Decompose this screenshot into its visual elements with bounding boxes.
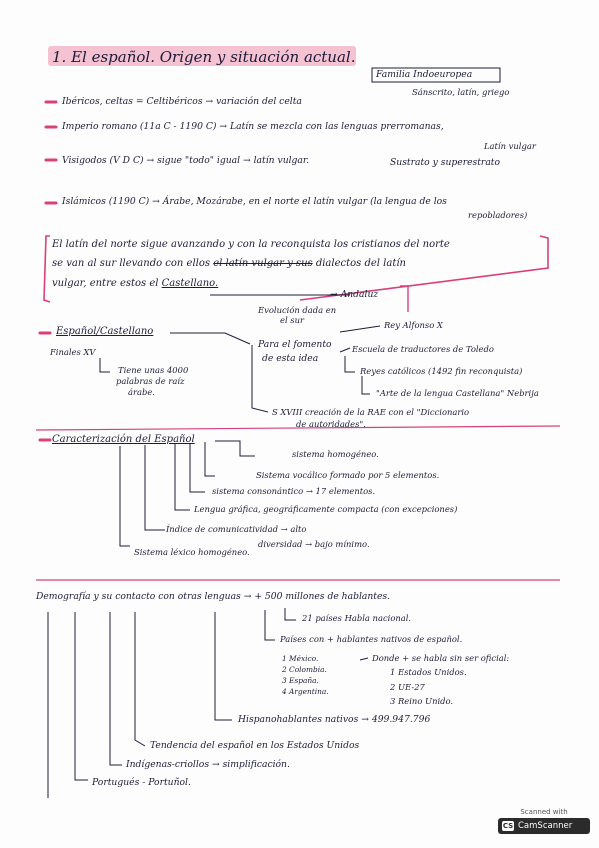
familia-sub: Sánscrito, latín, griego <box>412 87 510 97</box>
andaluz-label: → Andaluz <box>330 289 379 300</box>
para-castellano: Castellano. <box>161 278 219 289</box>
demo-donde: Donde + se habla sin ser oficial: <box>372 653 510 663</box>
demo-tendencia: Tendencia del español en los Estados Uni… <box>150 740 360 751</box>
demo-hispano: Hispanohablantes nativos → 499.947.796 <box>238 714 431 725</box>
camscanner-badge: CS CamScanner <box>498 818 590 834</box>
finales-xv: Finales XV <box>50 347 96 357</box>
para-line-3a: vulgar, entre estos el <box>52 278 159 289</box>
camscanner-watermark: Scanned with CS CamScanner <box>498 808 590 838</box>
tiene-1: Tiene unas 4000 <box>118 365 189 375</box>
caract-lengua-grafica: Lengua gráfica, geográficamente compacta… <box>194 504 458 514</box>
rae-2: de autoridades". <box>296 419 366 429</box>
origin-sustrato: Sustrato y superestrato <box>390 157 501 168</box>
origin-latin-vulgar: Latín vulgar <box>484 141 536 151</box>
country-2: 2 Colombia. <box>282 665 327 674</box>
para-line-3: vulgar, entre estos el Castellano. <box>52 279 218 289</box>
evolucion-line-2: el sur <box>280 315 304 325</box>
fomento-2: de esta idea <box>262 353 319 364</box>
evolucion-line-1: Evolución dada en <box>258 305 337 315</box>
caract-indice: Índice de comunicatividad → alto <box>166 524 307 534</box>
demo-indigenas: Indígenas-criollos → simplificación. <box>126 759 290 770</box>
espanol-head: Español/Castellano <box>56 326 154 337</box>
demo-portugues: Portugués - Portuñol. <box>92 777 191 788</box>
para-bracket-left <box>43 235 51 303</box>
camscanner-top: Scanned with <box>520 808 568 816</box>
caract-lexico: Sistema léxico homogéneo. <box>134 547 250 557</box>
unofficial-2: 2 UE-27 <box>390 682 425 692</box>
tiene-3: árabe. <box>128 387 155 397</box>
origin-visigodos: Visigodos (V D C) → sigue "todo" igual →… <box>62 155 310 166</box>
para-line-2a: se van al sur llevando con ellos <box>52 258 211 269</box>
country-1: 1 México. <box>282 654 319 663</box>
country-3: 3 España. <box>282 676 319 685</box>
familia-box <box>371 67 501 83</box>
para-bracket-right <box>299 235 549 301</box>
para-line-2-strike: el latín vulgar y sus <box>213 258 313 269</box>
caract-vocalico: Sistema vocálico formado por 5 elementos… <box>256 470 440 480</box>
demo-21-paises: 21 países Habla nacional. <box>302 613 412 623</box>
origin-islamicos: Islámicos (1190 C) → Árabe, Mozárabe, en… <box>62 196 447 207</box>
para-line-2: se van al sur llevando con ellos el latí… <box>52 259 406 269</box>
caract-diversidad: diversidad → bajo mínimo. <box>258 539 370 549</box>
para-line-2b: dialectos del latín <box>315 258 406 269</box>
divider-1 <box>35 425 561 431</box>
origin-romano: Imperio romano (11a C - 1190 C) → Latín … <box>62 121 444 132</box>
caract-homogeneo: sistema homogéneo. <box>292 449 379 459</box>
caract-consonantico: sistema consonántico → 17 elementos. <box>212 486 376 496</box>
fomento-1: Para el fomento <box>258 339 332 350</box>
caract-head: Caracterización del Español <box>52 434 195 445</box>
country-4: 4 Argentina. <box>282 687 329 696</box>
para-bracket-tail <box>400 285 409 312</box>
escuela-toledo: Escuela de traductores de Toledo <box>352 344 494 354</box>
camscanner-logo-icon: CS <box>502 821 514 831</box>
reyes-catolicos: Reyes católicos (1492 fin reconquista) <box>360 366 523 376</box>
camscanner-name: CamScanner <box>518 821 573 831</box>
demo-head: Demografía y su contacto con otras lengu… <box>36 591 391 602</box>
unofficial-3: 3 Reino Unido. <box>390 696 454 706</box>
tiene-2: palabras de raíz <box>116 376 185 386</box>
rey-alfonso: Rey Alfonso X <box>384 320 443 330</box>
para-line-1: El latín del norte sigue avanzando y con… <box>52 239 450 250</box>
unofficial-1: 1 Estados Unidos. <box>390 667 467 677</box>
origin-celtas: Ibéricos, celtas = Celtibéricos → variac… <box>62 96 302 107</box>
arte-nebrija: "Arte de la lengua Castellana" Nebrija <box>376 388 539 398</box>
demo-nativos: Países con + hablantes nativos de españo… <box>280 634 463 644</box>
origin-repobladores: repobladores) <box>468 210 528 220</box>
title-highlight <box>48 46 356 66</box>
familia-box-label: Familia Indoeuropea <box>376 69 473 80</box>
rae-1: S XVIII creación de la RAE con el "Dicci… <box>272 407 470 417</box>
page-title: 1. El español. Origen y situación actual… <box>52 48 356 66</box>
